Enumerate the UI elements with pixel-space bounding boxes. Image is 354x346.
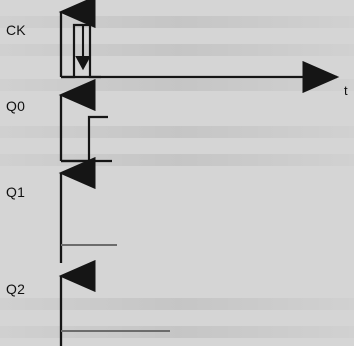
q0-axis (58, 78, 112, 163)
q1-label: Q1 (6, 184, 26, 200)
ck-clock-waveform (61, 23, 101, 79)
time-axis-label: t (344, 83, 348, 98)
background-show-through (0, 44, 354, 56)
background-show-through (0, 298, 354, 310)
ck-label: CK (6, 22, 26, 38)
q0-waveform (61, 115, 108, 163)
q0-label: Q0 (6, 98, 26, 114)
q2-label: Q2 (6, 281, 26, 297)
ck-axis (58, 0, 340, 94)
background-show-through (0, 326, 354, 338)
ck-down-arrow (75, 25, 91, 71)
